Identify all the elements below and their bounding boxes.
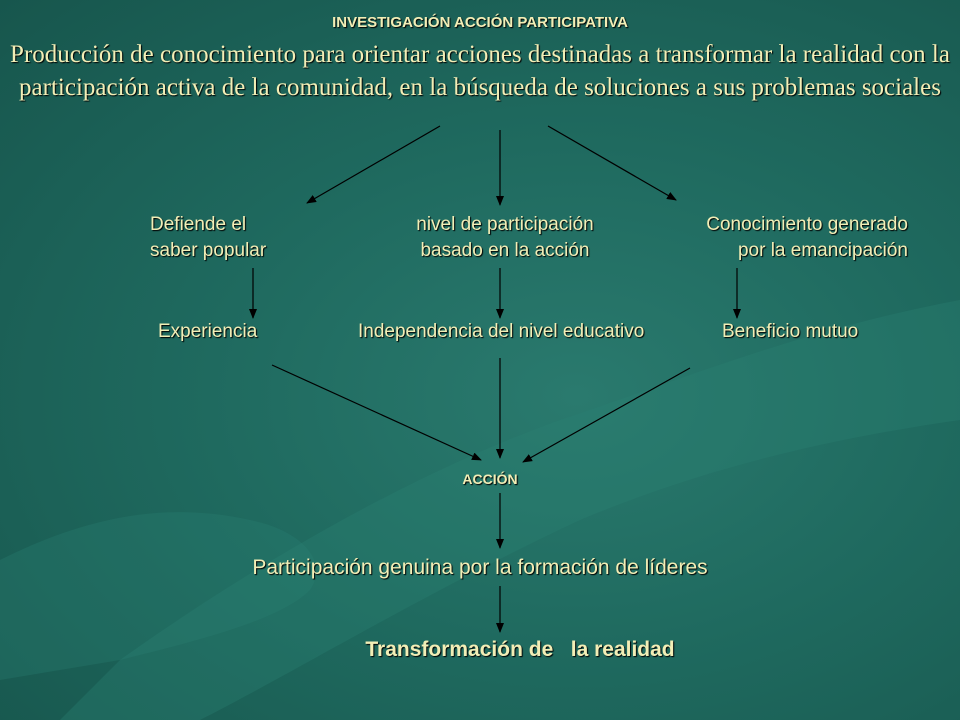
arrow-experiencia-to-accion [271,364,482,461]
node-beneficio-mutuo: Beneficio mutuo [722,321,859,342]
diagram-subtitle: Producción de conocimiento para orientar… [10,41,950,101]
node-conocimiento-generado: Conocimiento generado por la emancipació… [678,212,908,264]
node-nivel-participacion-line1: nivel de participación [416,214,594,235]
node-saber-popular-line2: saber popular [150,240,267,261]
node-saber-popular: Defiende el saber popular [150,212,266,264]
arrow-beneficio-to-accion [522,367,691,463]
node-participacion-genuina: Participación genuina por la formación d… [252,556,708,579]
arrow-root-to-saber [306,125,441,204]
node-saber-popular-line1: Defiende el [150,214,247,235]
node-nivel-participacion: nivel de participación basado en la acci… [380,212,630,264]
node-accion: ACCIÓN [462,471,518,487]
node-experiencia: Experiencia [158,321,258,342]
node-conocimiento-generado-line1: Conocimiento generado [706,214,908,235]
node-nivel-participacion-line2: basado en la acción [420,240,590,261]
node-transformacion: Transformación de la realidad [365,638,675,661]
node-independencia: Independencia del nivel educativo [358,321,645,342]
diagram-title: INVESTIGACIÓN ACCIÓN PARTICIPATIVA [332,14,628,31]
node-conocimiento-generado-line2: por la emancipación [737,240,908,261]
arrow-root-to-conocimiento [547,125,677,201]
